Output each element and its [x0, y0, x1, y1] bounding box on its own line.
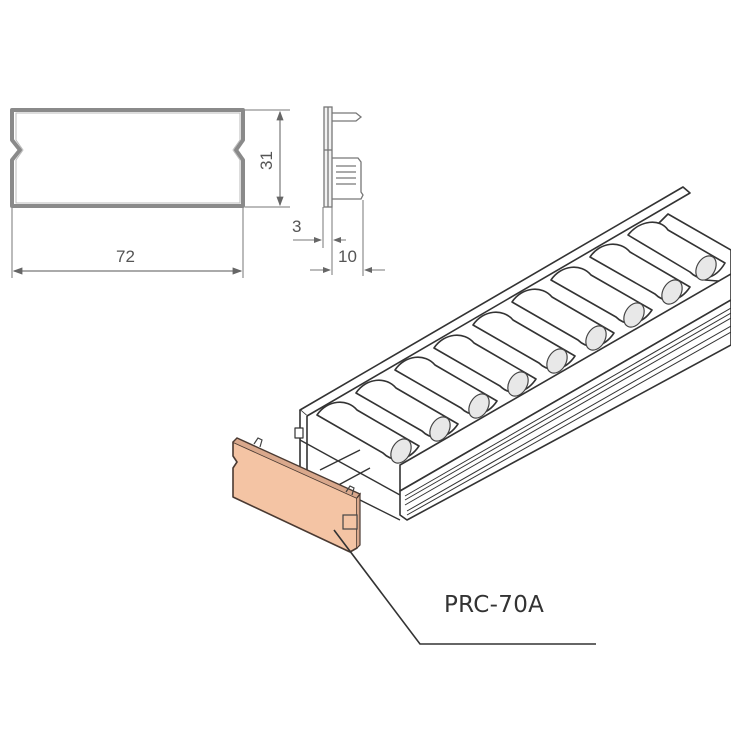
dimension-width: 72 — [11, 208, 244, 278]
front-view: 72 31 — [10, 108, 290, 278]
side-view — [293, 106, 385, 276]
dimension-thickness — [293, 207, 346, 275]
dimension-width-value: 72 — [116, 247, 135, 266]
dimension-height: 31 — [245, 109, 290, 208]
front-view-outline — [10, 108, 245, 208]
dimension-depth — [310, 200, 385, 276]
conveyor-isometric — [294, 186, 731, 527]
end-cap-part — [232, 437, 362, 553]
dimension-depth-value: 10 — [338, 247, 357, 266]
part-number-label: PRC-70A — [444, 592, 545, 618]
rollers — [316, 213, 731, 464]
leader-line — [333, 529, 596, 645]
dimension-height-value: 31 — [257, 151, 276, 170]
dimension-thickness-value: 3 — [292, 217, 301, 236]
